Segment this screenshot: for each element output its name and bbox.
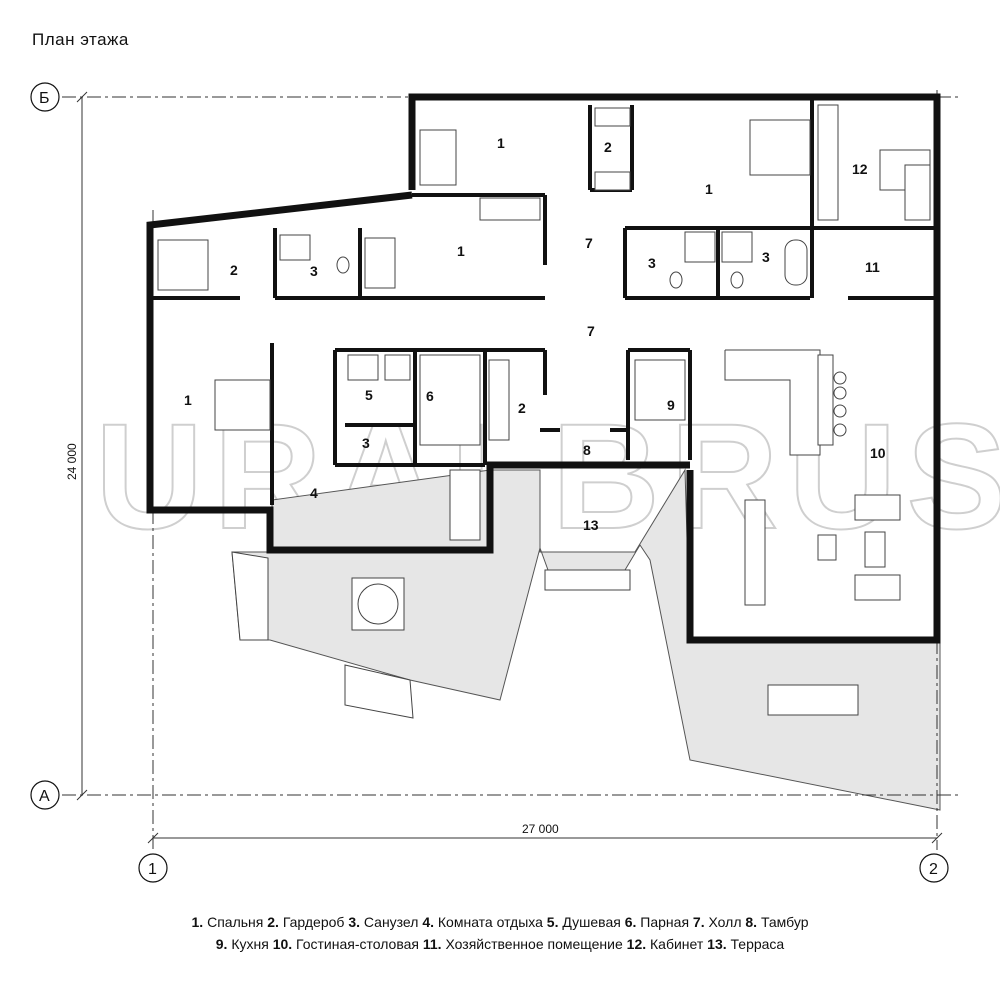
legend-room-name: Душевая (558, 914, 625, 930)
room-label: 3 (648, 255, 656, 271)
legend-room-name: Терраса (726, 936, 785, 952)
legend-number: 1. (191, 914, 204, 930)
terrace-area (231, 468, 941, 811)
legend-room-name: Кухня (227, 936, 273, 952)
legend-line-1: 1. Спальня 2. Гардероб 3. Санузел 4. Ком… (0, 911, 1000, 933)
room-label: 7 (587, 323, 595, 339)
room-label: 3 (362, 435, 370, 451)
legend-number: 9. (215, 936, 228, 952)
legend-number: 8. (745, 914, 758, 930)
svg-text:1: 1 (148, 861, 157, 878)
room-label: 3 (310, 263, 318, 279)
interior-walls (148, 100, 937, 505)
legend-number: 4. (422, 914, 435, 930)
legend-room-name: Комната отдыха (434, 914, 547, 930)
room-label: 3 (762, 249, 770, 265)
svg-text:Б: Б (39, 90, 50, 107)
legend-room-name: Тамбур (757, 914, 809, 930)
room-label: 13 (583, 517, 599, 533)
axis-marker-row-b: Б (30, 82, 60, 112)
svg-text:А: А (39, 788, 50, 805)
room-label: 4 (310, 485, 318, 501)
room-label: 9 (667, 397, 675, 413)
axis-marker-row-a: А (30, 780, 60, 810)
room-label: 6 (426, 388, 434, 404)
legend-number: 6. (624, 914, 637, 930)
room-label: 1 (184, 392, 192, 408)
furniture (157, 104, 931, 719)
legend-line-2: 9. Кухня 10. Гостиная-столовая 11. Хозяй… (0, 933, 1000, 955)
svg-text:2: 2 (929, 861, 938, 878)
room-label: 1 (497, 135, 505, 151)
room-label: 12 (852, 161, 868, 177)
room-label: 8 (583, 442, 591, 458)
room-label: 2 (230, 262, 238, 278)
legend-number: 10. (272, 936, 293, 952)
legend-room-name: Хозяйственное помещение (441, 936, 627, 952)
legend-room-name: Парная (636, 914, 693, 930)
legend-number: 11. (422, 936, 442, 952)
legend-room-name: Кабинет (646, 936, 708, 952)
legend-room-name: Холл (704, 914, 746, 930)
room-label: 11 (865, 259, 880, 275)
legend-number: 5. (546, 914, 559, 930)
room-label: 1 (457, 243, 465, 259)
room-label: 2 (604, 139, 612, 155)
dimension-lines (76, 91, 943, 844)
dimension-height: 24 000 (65, 443, 79, 480)
page-title: План этажа (32, 30, 129, 49)
legend-number: 7. (692, 914, 705, 930)
axis-marker-col-2: 2 (919, 853, 949, 883)
legend-room-name: Гардероб (278, 914, 349, 930)
dimension-width: 27 000 (522, 822, 559, 836)
legend-room-name: Спальня (203, 914, 268, 930)
legend-number: 2. (267, 914, 279, 930)
room-label: 10 (870, 445, 886, 461)
legend-room-name: Гостиная-столовая (292, 936, 423, 952)
axis-marker-col-1: 1 (138, 853, 168, 883)
legend-number: 3. (348, 914, 360, 930)
room-label: 7 (585, 235, 593, 251)
legend-room-name: Санузел (360, 914, 423, 930)
room-label: 1 (705, 181, 713, 197)
legend-number: 13. (707, 936, 727, 952)
room-labels: 1 2 1 12 1 7 2 3 3 3 11 7 1 5 6 2 9 10 3… (184, 135, 886, 533)
room-label: 2 (518, 400, 526, 416)
legend-number: 12. (626, 936, 647, 952)
room-label: 5 (365, 387, 373, 403)
